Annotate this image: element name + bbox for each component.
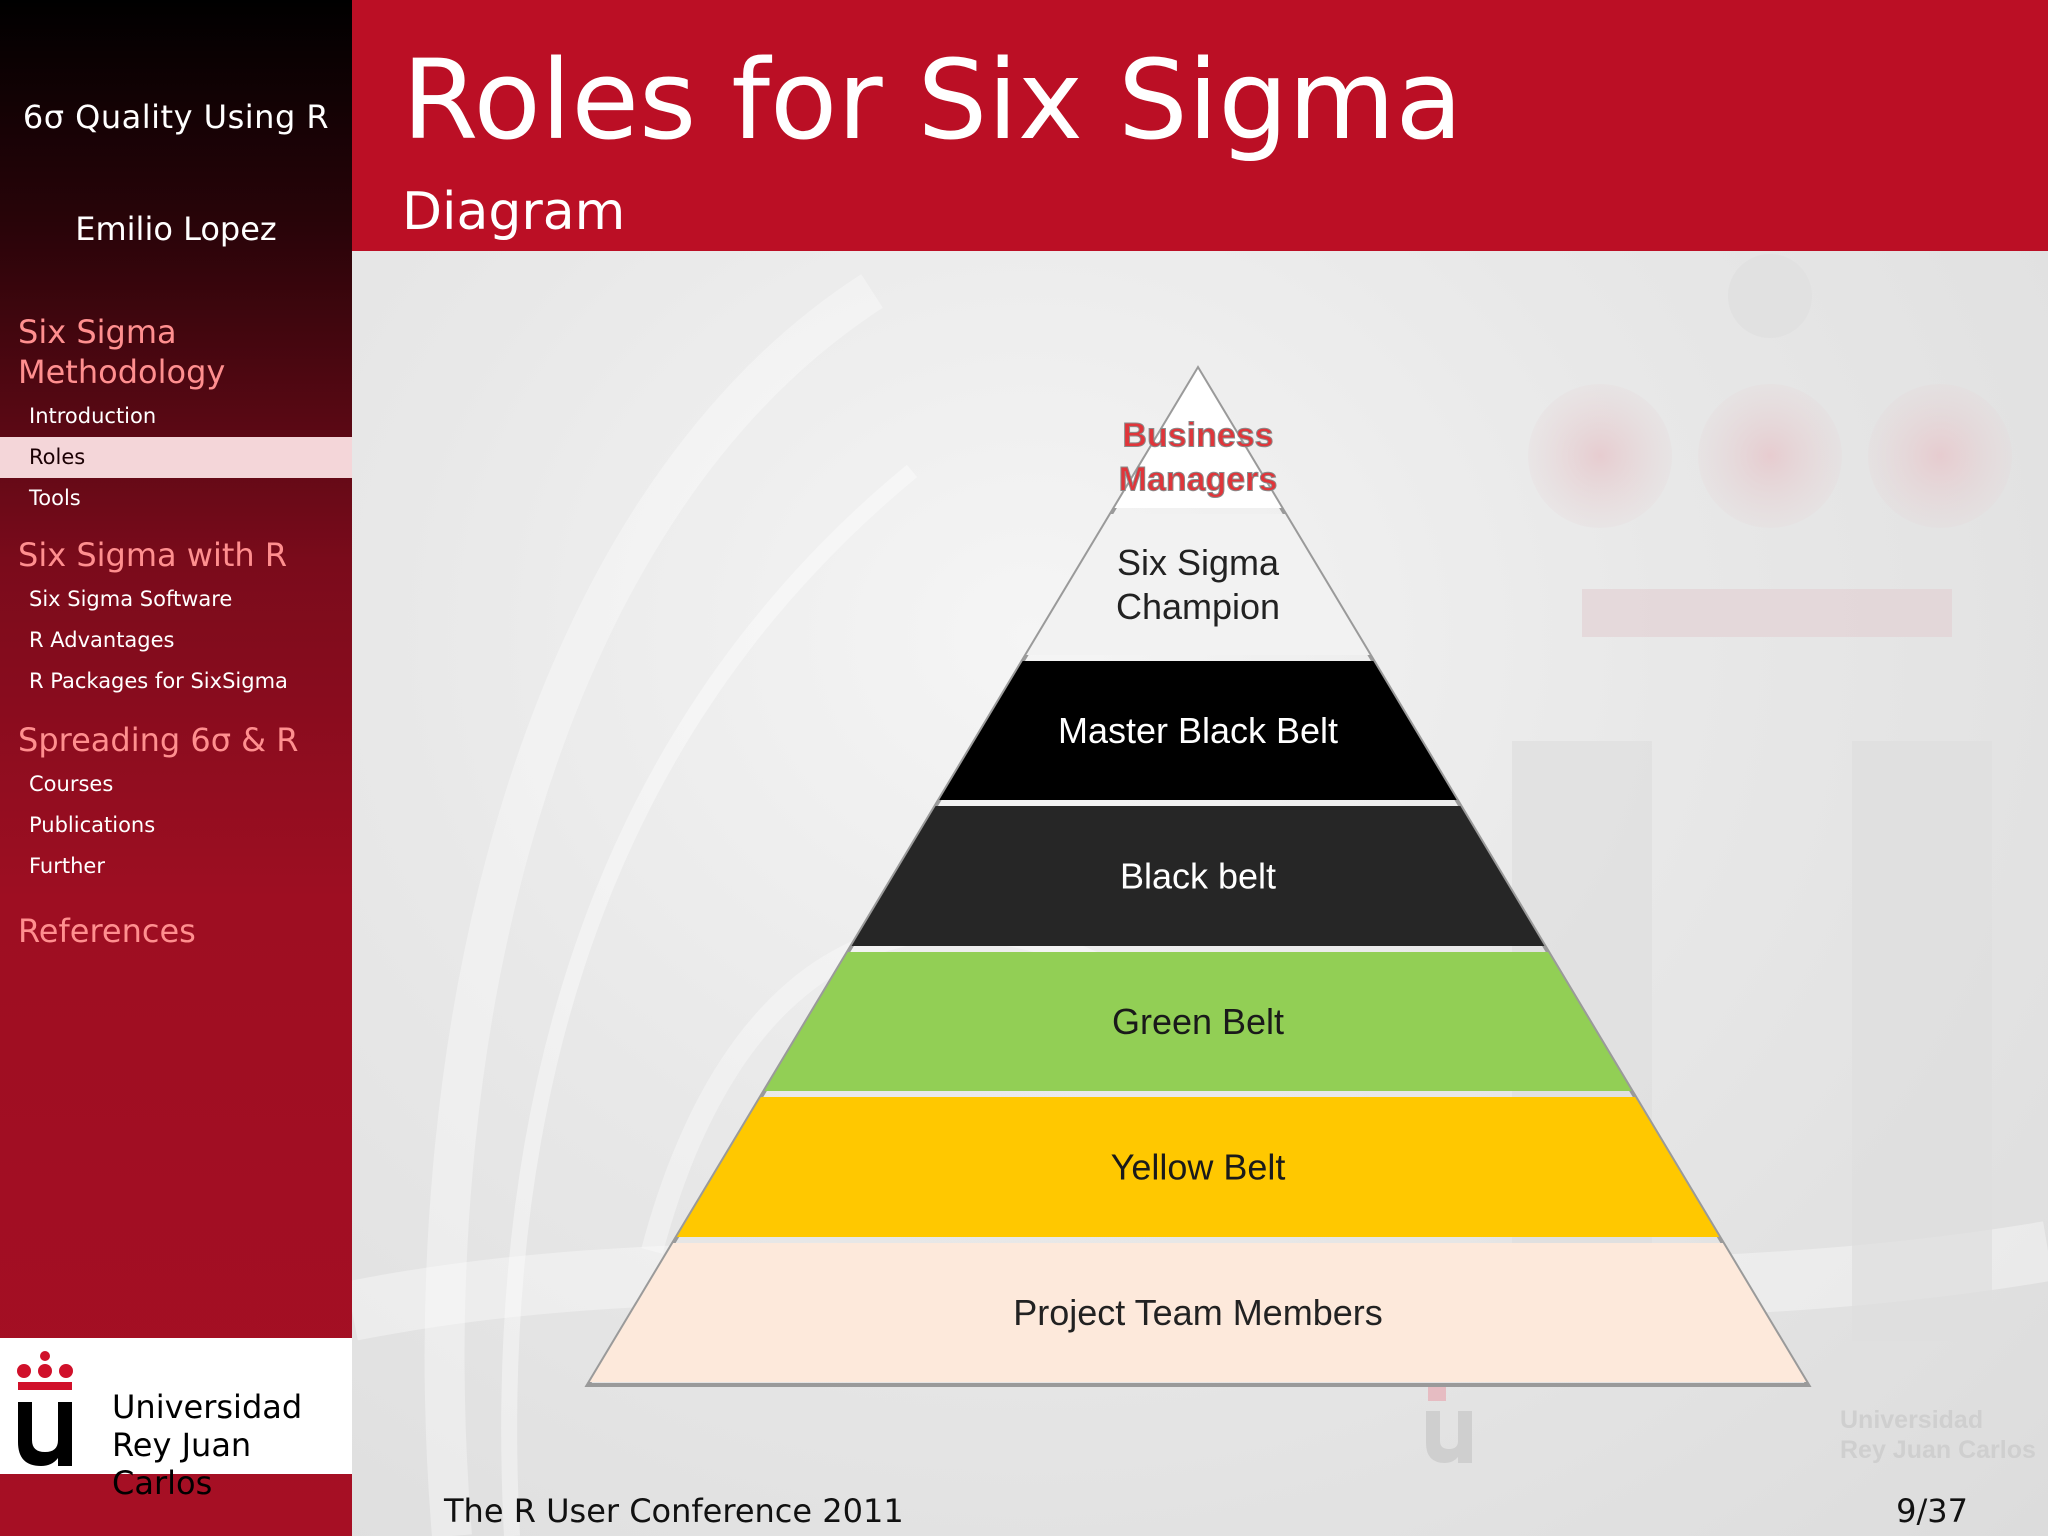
watermark-line1: Universidad: [1840, 1406, 1984, 1434]
nav-item-further[interactable]: Further: [29, 854, 105, 878]
nav-item-tools[interactable]: Tools: [29, 486, 81, 510]
presentation-author[interactable]: Emilio Lopez: [75, 210, 277, 248]
pyramid-tier-shape: [764, 952, 1632, 1091]
nav-item-six-sigma-software[interactable]: Six Sigma Software: [29, 587, 233, 611]
nav-item-courses[interactable]: Courses: [29, 772, 114, 796]
nav-section-spreading[interactable]: Spreading 6σ & R: [18, 721, 299, 759]
pyramid-tier-master-black-belt: Master Black Belt: [939, 661, 1457, 800]
nav-section-references[interactable]: References: [18, 912, 196, 950]
pyramid-tier-shape: [589, 1243, 1807, 1382]
university-logo: Universidad Rey Juan Carlos: [0, 1338, 352, 1502]
slide-subtitle: Diagram: [402, 182, 626, 242]
nav-item-r-advantages[interactable]: R Advantages: [29, 628, 175, 652]
watermark-university-name: Universidad Rey Juan Carlos: [1840, 1405, 2036, 1465]
nav-section-methodology[interactable]: Six Sigma Methodology: [18, 313, 226, 391]
pyramid-tier-label: Black belt: [1120, 856, 1276, 897]
pyramid-tier-black-belt: Black belt: [851, 806, 1545, 946]
slide-title: Roles for Six Sigma: [402, 36, 1463, 164]
pyramid-tier-shape: [676, 1097, 1720, 1237]
pyramid-tier-label: Six Sigma: [1117, 542, 1280, 583]
pyramid-tier-label: Yellow Belt: [1111, 1147, 1286, 1188]
pyramid-tier-label: Master Black Belt: [1058, 710, 1338, 751]
university-name-line1: Universidad: [112, 1388, 303, 1426]
university-name: Universidad Rey Juan Carlos: [112, 1388, 352, 1502]
footer-page-number: 9/37: [1896, 1492, 1968, 1530]
watermark-line2: Rey Juan Carlos: [1840, 1436, 2036, 1464]
slide-header: Roles for Six Sigma Diagram: [352, 0, 2048, 251]
pyramid-tier-label: Managers: [1119, 460, 1278, 498]
pyramid-tier-shape: [851, 806, 1545, 946]
sidebar-nav: Six Sigma Methodology Introduction Roles…: [0, 312, 352, 951]
pyramid-tier-label: Business: [1122, 416, 1273, 454]
nav-section-six-sigma-with-r[interactable]: Six Sigma with R: [18, 536, 288, 574]
nav-item-publications[interactable]: Publications: [29, 813, 156, 837]
nav-item-r-packages[interactable]: R Packages for SixSigma: [29, 669, 288, 693]
pyramid-tier-yellow-belt: Yellow Belt: [676, 1097, 1720, 1237]
pyramid-tier-shape: [1026, 514, 1370, 655]
nav-item-introduction[interactable]: Introduction: [29, 404, 157, 428]
pyramid-tier-shape: [939, 661, 1457, 800]
pyramid-tier-label: Project Team Members: [1013, 1292, 1382, 1333]
nav-item-roles[interactable]: Roles: [0, 437, 352, 478]
footer-conference: The R User Conference 2011: [444, 1492, 904, 1530]
pyramid-tier-project-team-members: Project Team Members: [589, 1243, 1807, 1382]
pyramid-tier-label: Champion: [1116, 586, 1280, 627]
pyramid-tier-green-belt: Green Belt: [764, 952, 1632, 1091]
university-name-line2: Rey Juan Carlos: [112, 1426, 252, 1502]
sidebar: 6σ Quality Using R Emilio Lopez Six Sigm…: [0, 0, 352, 1536]
pyramid-tier-shape: [1114, 369, 1282, 508]
pyramid-tier-label: Green Belt: [1112, 1001, 1284, 1042]
background-watermark-art: [352, 254, 2048, 1536]
university-crown-u-icon: [17, 1351, 73, 1466]
presentation-title[interactable]: 6σ Quality Using R: [22, 98, 330, 136]
